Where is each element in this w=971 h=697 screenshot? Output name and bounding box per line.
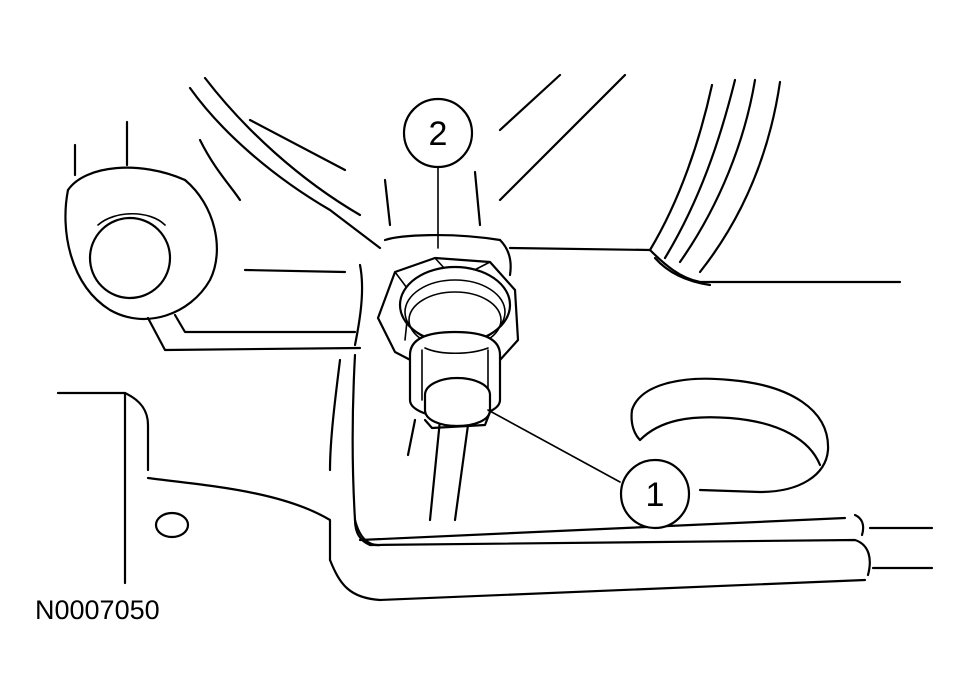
callout-1-label: 1 [646,476,665,514]
upper-housing [188,73,902,347]
lower-housing [56,353,934,602]
callout-1: 1 [487,409,691,530]
figure-id: N0007050 [35,595,160,625]
callout-1-circle [619,458,691,530]
sensor-assembly [376,256,520,430]
left-boss [64,120,362,352]
right-bore [630,377,830,494]
callout-2-label: 2 [429,115,448,153]
callout-2: 2 [402,97,474,249]
callout-2-circle [402,97,474,169]
